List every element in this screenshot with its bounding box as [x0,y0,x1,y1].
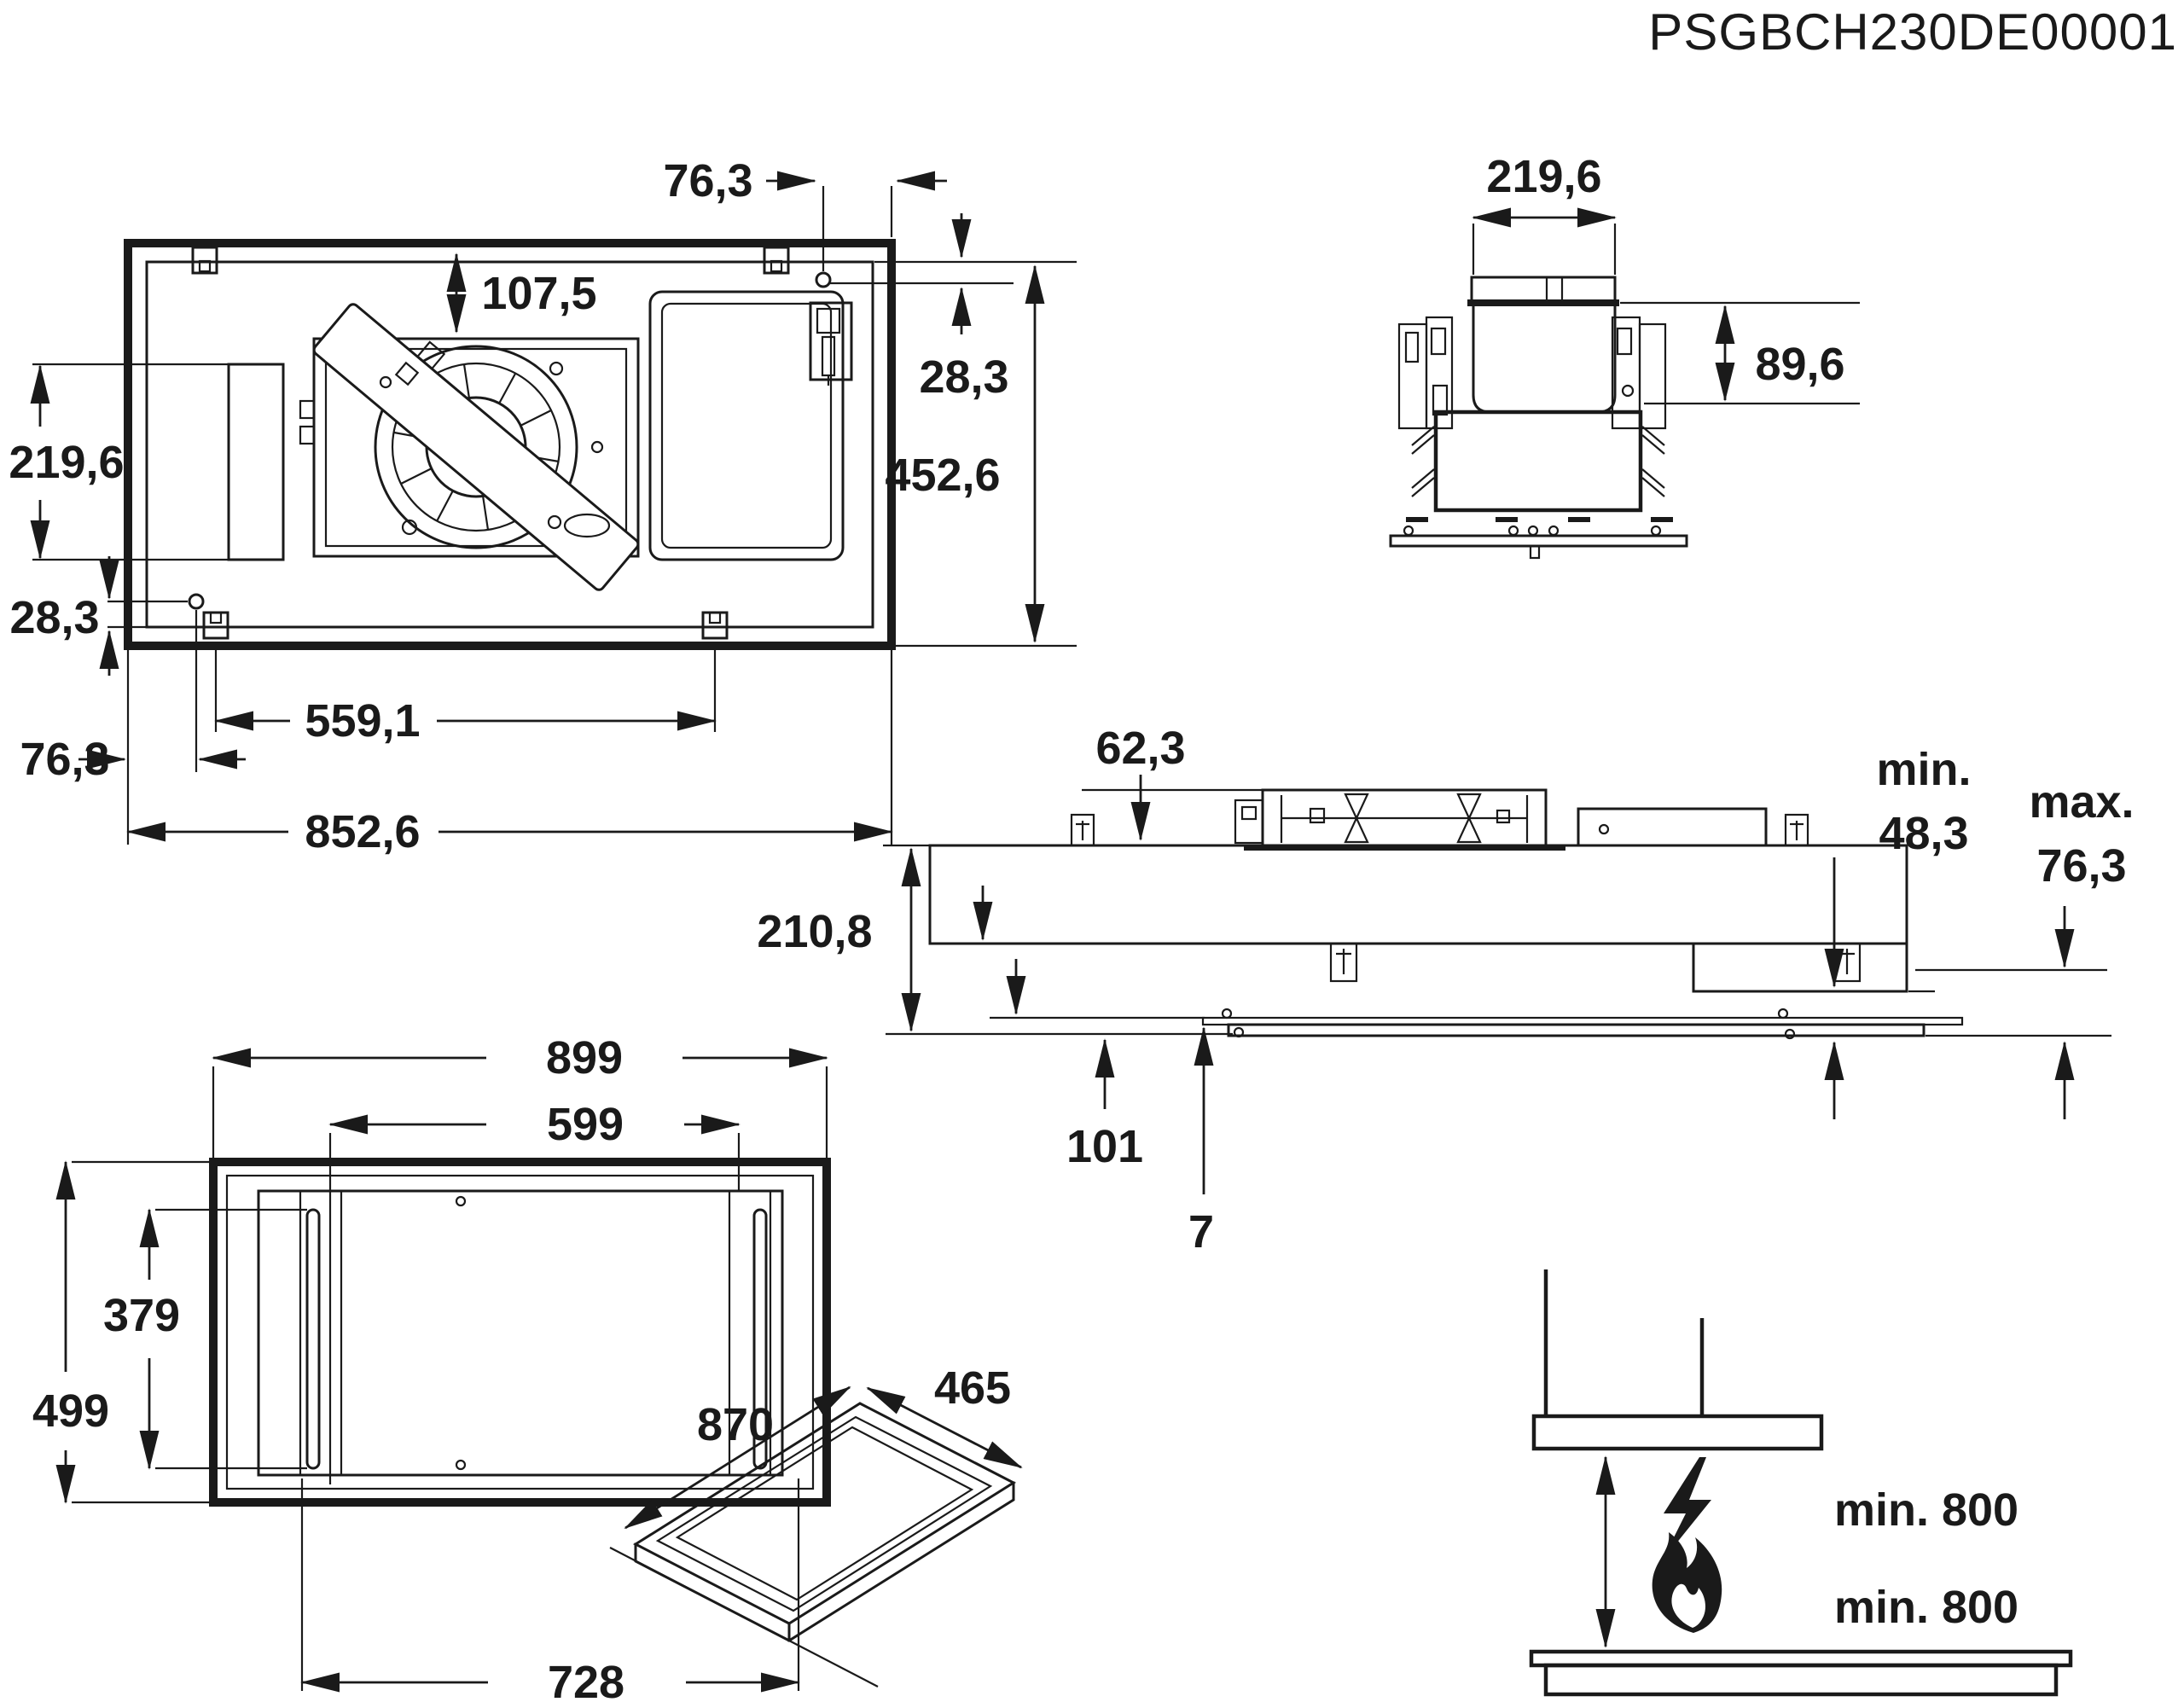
fan-blade-band [312,303,640,591]
svg-text:28,3: 28,3 [9,592,99,643]
side-top-clips [1070,813,1809,847]
plan-mounting-brackets [191,246,790,640]
dim-side-fan-protrusion: 62,3 [1082,723,1264,841]
dim-side-recess-max: max. 76,3 [1915,776,2135,1119]
side-fan-module [1234,788,1565,851]
front-lower-housing [1433,410,1643,513]
dim-side-total-height: 210,8 [757,844,1233,1036]
flame-icon [1652,1532,1722,1633]
dim-front-collar-height: 89,6 [1620,301,1860,405]
lightning-icon [1662,1457,1711,1561]
clearance-electric-label: min. 800 [1834,1484,2018,1536]
side-lower-clips [1329,942,1862,983]
front-hatch-ticks [1411,426,1665,497]
svg-text:379: 379 [103,1290,180,1341]
side-main-body [928,844,1908,945]
clearance-cooktop-body [1543,1663,2059,1697]
dim-plan-hole-bottom: 28,3 [9,556,188,676]
svg-text:852,6: 852,6 [305,806,420,857]
view-clearance: min. 800 min. 800 [1529,1269,2073,1697]
dim-bottom-cutout-width: 599 [328,1099,741,1484]
svg-text:599: 599 [547,1099,624,1150]
fan-symbol-icon [1456,793,1482,844]
dim-perspective-depth: 465 [866,1362,1023,1469]
drawing-code: PSGBCH230DE00001 [1648,3,2177,61]
dim-bottom-inner-width: 728 [300,1478,800,1702]
svg-text:76,3: 76,3 [2036,840,2126,892]
plan-hole-bottom-left [188,593,205,610]
plan-inner-frame [145,260,874,629]
dim-plan-overall-width: 852,6 [126,650,893,857]
svg-text:107,5: 107,5 [481,268,596,319]
view-front: 219,6 89,6 [1389,151,1860,560]
dim-front-duct-width: 219,6 [1472,151,1617,275]
svg-text:728: 728 [548,1657,624,1702]
view-plan-top: 76,3 107,5 28,3 452,6 219,6 [9,155,1077,857]
front-side-brackets [1397,316,1667,430]
svg-text:7: 7 [1188,1206,1214,1258]
svg-text:min.: min. [1876,744,1971,795]
svg-text:465: 465 [934,1362,1011,1414]
plan-filter-slot [227,363,285,561]
clearance-cooktop-surface [1529,1649,2073,1668]
dim-perspective-width: 870 [624,1385,851,1530]
dim-plan-edge-offset: 76,3 [20,610,246,845]
side-glass-panel [1227,1023,1926,1037]
dim-plan-inset-depth: 107,5 [446,253,597,334]
dim-side-recess-min: min. 48,3 [1824,744,1972,1119]
plan-cable-connector [809,301,853,381]
bottom-cutout-frame [257,1189,784,1477]
bottom-inner-frame [225,1174,815,1490]
front-body-top-plate [1467,299,1619,306]
light-strip-left [305,1208,321,1470]
front-fan-body [1472,305,1617,414]
dim-bottom-overall-depth: 499 [32,1160,209,1504]
svg-text:48,3: 48,3 [1879,808,1968,859]
dim-plan-top-offset: 76,3 [663,155,947,271]
dim-plan-filter-height: 219,6 [9,363,283,561]
svg-text:76,3: 76,3 [663,155,752,206]
svg-text:219,6: 219,6 [1486,151,1601,202]
svg-text:89,6: 89,6 [1755,339,1844,390]
svg-text:76,3: 76,3 [20,734,109,785]
view-bottom-panel: 899 599 379 499 [32,1032,831,1702]
view-perspective: 870 465 [609,1362,1023,1687]
plan-outer-frame [124,239,896,650]
view-side: 62,3 210,8 101 7 min. 48,3 [757,723,2134,1258]
svg-text:899: 899 [546,1032,623,1083]
svg-text:559,1: 559,1 [305,695,420,746]
front-screws [1403,517,1673,537]
front-ceiling-plate [1389,534,1688,548]
fan-symbol-icon [1344,793,1369,844]
svg-text:870: 870 [697,1399,774,1450]
side-motor-box [1577,807,1768,847]
svg-text:28,3: 28,3 [919,351,1008,403]
dim-plan-bracket-span: 559,1 [214,642,717,746]
plan-motor-box [648,290,853,561]
dim-bottom-strip-length: 379 [103,1208,307,1470]
dim-side-panel-thickness: 7 [990,959,1214,1258]
clearance-gas-label: min. 800 [1834,1582,2018,1633]
clearance-hood-body [1531,1414,1824,1451]
svg-text:210,8: 210,8 [757,906,872,957]
dim-plan-overall-height: 452,6 [885,264,1077,648]
svg-text:219,6: 219,6 [9,437,124,488]
fan-icon [299,303,640,591]
svg-text:499: 499 [32,1385,109,1437]
plan-hole-top-right [815,271,832,288]
svg-text:max.: max. [2029,776,2134,828]
dim-bottom-overall-width: 899 [212,1032,828,1159]
svg-text:62,3: 62,3 [1095,723,1185,774]
svg-text:452,6: 452,6 [885,450,1000,501]
front-duct-collar [1470,276,1617,305]
dim-side-housing-height: 101 [973,886,1143,1172]
side-right-housing [1692,942,1908,993]
dim-plan-hole-top: 28,3 [830,213,1077,403]
bottom-outer-frame [209,1158,831,1507]
svg-text:101: 101 [1066,1121,1143,1172]
